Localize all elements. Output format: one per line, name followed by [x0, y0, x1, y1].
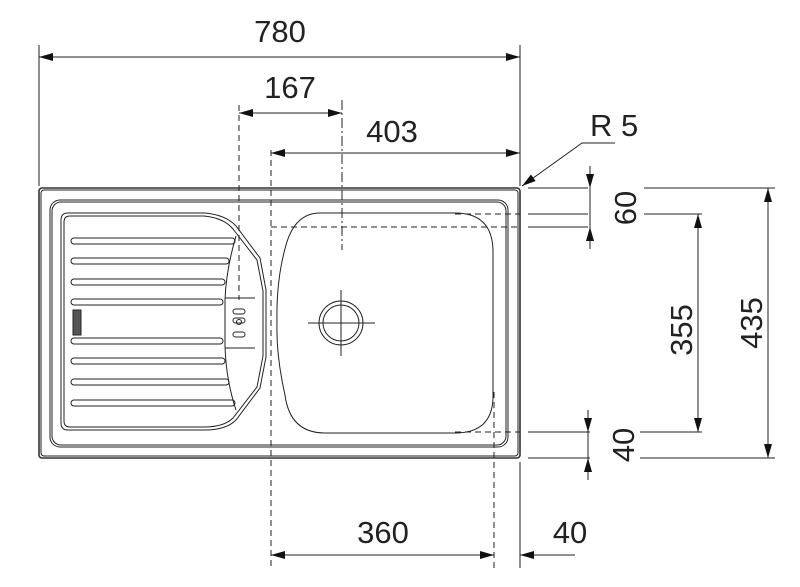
dimension-top-margin: 60	[586, 166, 643, 249]
sink-outline	[38, 187, 521, 459]
dimension-drainer-offset: 167	[239, 70, 342, 117]
drainer-offset-label: 167	[264, 70, 316, 105]
dimension-bottom-margin: 40	[584, 410, 641, 480]
dimension-bowl-width: 360	[271, 515, 494, 559]
drainboard-ribs	[70, 237, 236, 407]
dimension-bowl-depth: 355	[664, 214, 702, 432]
dimension-corner-radius: R 5	[519, 108, 638, 190]
sink-bowl	[276, 212, 494, 434]
dimension-bowl-cutout-width: 403	[271, 114, 520, 157]
corner-radius-label: R 5	[590, 108, 638, 143]
tap-hole-icon	[232, 308, 246, 338]
overall-width-label: 780	[254, 14, 306, 49]
drain-icon	[308, 290, 375, 356]
cutout-lines	[238, 100, 520, 568]
bowl-width-label: 360	[357, 515, 409, 550]
dimension-overall-width: 780	[39, 14, 520, 61]
bowl-cutout-width-label: 403	[366, 114, 418, 149]
bowl-depth-label: 355	[664, 304, 699, 356]
extension-lines	[38, 45, 775, 568]
dimension-right-margin: 40	[520, 515, 587, 559]
right-margin-label: 40	[553, 515, 587, 550]
overflow-icon	[72, 309, 82, 336]
overall-depth-label: 435	[734, 297, 769, 349]
drainboard	[60, 212, 267, 431]
bottom-margin-label: 40	[606, 428, 641, 462]
top-margin-label: 60	[608, 191, 643, 225]
dimension-overall-depth: 435	[734, 188, 772, 458]
